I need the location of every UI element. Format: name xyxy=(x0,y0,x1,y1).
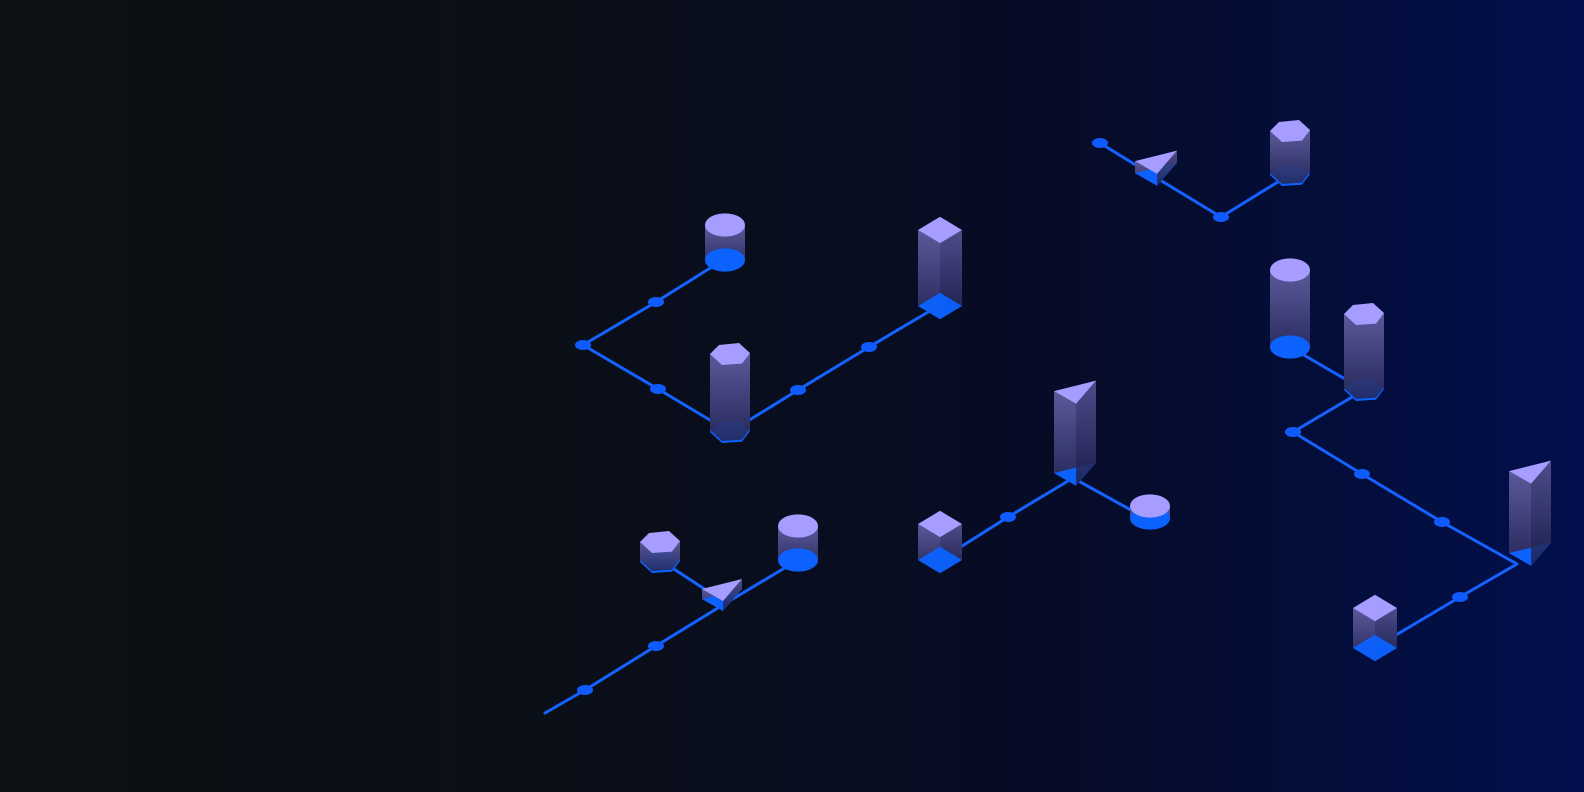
hexagonal-prism-icon xyxy=(640,531,680,573)
triangular-prism-icon xyxy=(1135,150,1177,186)
connection-line-icon xyxy=(581,303,942,434)
hexagonal-prism-icon xyxy=(1270,120,1310,186)
node-dot-icon xyxy=(1434,517,1450,527)
node-dot-icon xyxy=(1000,512,1016,522)
hexagonal-prism-icon xyxy=(710,343,750,443)
cube-icon xyxy=(1353,594,1397,662)
cylinder-icon xyxy=(1270,258,1310,359)
connection-nodes xyxy=(575,138,1468,695)
node-dot-icon xyxy=(577,685,593,695)
isometric-shapes xyxy=(640,120,1551,662)
triangular-prism-icon xyxy=(702,579,742,611)
node-dot-icon xyxy=(1285,427,1301,437)
cylinder-icon xyxy=(705,213,745,272)
triangular-prism-icon xyxy=(1509,460,1551,566)
cube-icon xyxy=(918,510,962,574)
cylinder-icon xyxy=(1130,494,1170,530)
triangular-prism-icon xyxy=(1054,380,1096,486)
node-dot-icon xyxy=(575,340,591,350)
cube-icon xyxy=(918,216,962,320)
node-dot-icon xyxy=(861,342,877,352)
cylinder-icon xyxy=(778,514,818,572)
node-dot-icon xyxy=(1213,212,1229,222)
node-dot-icon xyxy=(1452,592,1468,602)
node-dot-icon xyxy=(648,297,664,307)
connection-line-icon xyxy=(938,476,1151,562)
node-dot-icon xyxy=(1354,469,1370,479)
node-dot-icon xyxy=(648,641,664,651)
hexagonal-prism-icon xyxy=(1344,303,1384,401)
node-dot-icon xyxy=(790,385,806,395)
node-dot-icon xyxy=(1092,138,1108,148)
connection-line-icon xyxy=(1098,141,1291,219)
node-dot-icon xyxy=(650,384,666,394)
connection-line-icon xyxy=(1288,345,1519,650)
